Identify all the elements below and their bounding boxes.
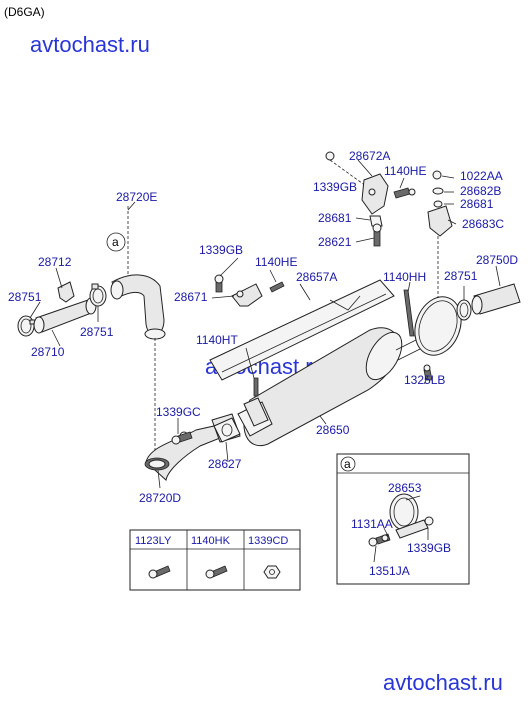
tail-ring (414, 296, 462, 356)
callout-28751-right: 28751 (444, 269, 478, 283)
model-code: (D6GA) (4, 5, 45, 19)
leader-lines (29, 159, 501, 489)
bolt-1140HH (403, 289, 415, 337)
callout-28681-b: 28681 (318, 211, 352, 225)
watermark-top: avtochast.ru (30, 32, 150, 57)
callout-28750D: 28750D (476, 253, 518, 267)
bolt-icon (205, 565, 228, 579)
muffler-28650 (237, 327, 427, 447)
callout-28671: 28671 (174, 290, 208, 304)
detail-a-box: a 28653 1131AA 1339GB 1351JA (336, 453, 470, 585)
bolt-icon (148, 565, 171, 579)
callout-28621: 28621 (318, 235, 352, 249)
callout-1339GB-mid: 1339GB (199, 243, 243, 257)
callout-28650: 28650 (316, 423, 350, 437)
callout-1351JA: 1351JA (369, 564, 410, 578)
callout-28657A: 28657A (296, 270, 337, 284)
elbow-28720E (110, 274, 166, 340)
callout-28681-a: 28681 (460, 197, 494, 211)
nut-icon (263, 565, 281, 579)
watermark-bottom: avtochast.ru (383, 670, 503, 695)
callout-1339GC: 1339GC (156, 405, 201, 419)
callout-28682B: 28682B (460, 184, 501, 198)
ref-marker-a-label: a (112, 235, 119, 249)
gasket-28627 (213, 417, 241, 443)
callout-1325LB: 1325LB (404, 373, 445, 387)
detail-a-marker (340, 456, 356, 472)
callout-1022AA: 1022AA (460, 169, 503, 183)
callout-1140HT: 1140HT (196, 333, 238, 347)
table-header-1123LY: 1123LY (135, 535, 172, 547)
bracket-28712 (57, 281, 75, 303)
table-header-1339CD: 1339CD (248, 535, 288, 547)
callout-28720D: 28720D (139, 491, 181, 505)
callout-28653: 28653 (388, 481, 422, 495)
clamp-mid (89, 283, 107, 307)
callout-1140HE-mid: 1140HE (255, 255, 297, 269)
callout-28712: 28712 (38, 255, 72, 269)
tailpipe-28750D (471, 283, 521, 315)
callout-28710: 28710 (31, 345, 65, 359)
callout-1140HE-top: 1140HE (384, 164, 426, 178)
ref-marker-a (106, 232, 126, 252)
table-header-1140HK: 1140HK (191, 535, 231, 547)
callout-1339GB-detail: 1339GB (407, 541, 451, 555)
bolt-1339GC (171, 431, 193, 445)
callout-28751-mid: 28751 (80, 325, 114, 339)
callout-1140HH: 1140HH (383, 270, 426, 284)
clamp-right (456, 299, 472, 321)
bolt-1140HT (253, 377, 259, 397)
callout-28683C: 28683C (462, 217, 504, 231)
callout-1131AA: 1131AA (351, 517, 393, 531)
detail-a-marker-label: a (344, 457, 351, 471)
callout-labels: 28672A 1339GB 1140HE 1022AA 28682B 28681… (8, 149, 518, 505)
callout-28627: 28627 (208, 457, 242, 471)
callout-1339GB-top: 1339GB (313, 180, 357, 194)
bracket-28671 (214, 274, 285, 307)
fastener-table: 1123LY 1140HK 1339CD (129, 529, 301, 591)
callout-28720E: 28720E (116, 190, 157, 204)
clamp-left (17, 315, 37, 337)
callout-28751-left: 28751 (8, 290, 42, 304)
callout-28672A: 28672A (349, 149, 390, 163)
bracket-assembly-upper (325, 151, 453, 298)
